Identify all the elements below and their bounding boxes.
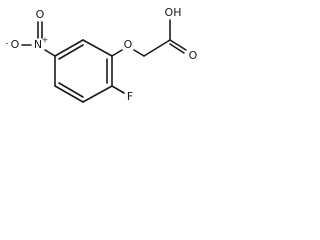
nitro-negative-charge-label: -: [6, 39, 9, 48]
carbonyl-double-bond-outer: [169, 39, 187, 51]
chemical-structure-diagram: O OH O F N + O O -: [6, 6, 198, 103]
ring-bond-lower-right: [82, 85, 113, 103]
ether-oxygen-label: O: [124, 38, 133, 51]
carbonyl-oxygen-label: O: [189, 49, 198, 62]
hydroxyl-label: OH: [165, 6, 182, 19]
ring-bond-lower-left: [54, 85, 84, 103]
nitro-left-oxygen-label: O: [11, 38, 20, 51]
ring-bond-upper-left-inner: [58, 44, 84, 60]
nitro-positive-charge-label: +: [42, 36, 49, 45]
ring-bond-upper-left: [54, 39, 84, 57]
ring-bond-lower-left-inner: [58, 82, 84, 98]
ring-to-ether-oxygen-bond: [111, 49, 123, 57]
ring-to-fluorine-bond: [111, 85, 125, 94]
ring-bond-top: [82, 39, 113, 57]
methylene-to-carboxyl-bond: [143, 39, 171, 57]
fluorine-label: F: [127, 90, 133, 103]
carbonyl-double-bond-inner: [169, 43, 185, 54]
nitro-top-oxygen-label: O: [36, 8, 45, 21]
ring-to-nitro-nitrogen-bond: [44, 49, 56, 57]
nitro-nitrogen-label: N: [34, 38, 42, 51]
benzene-ring: [54, 39, 113, 103]
ether-oxygen-to-methylene-bond: [133, 49, 145, 57]
